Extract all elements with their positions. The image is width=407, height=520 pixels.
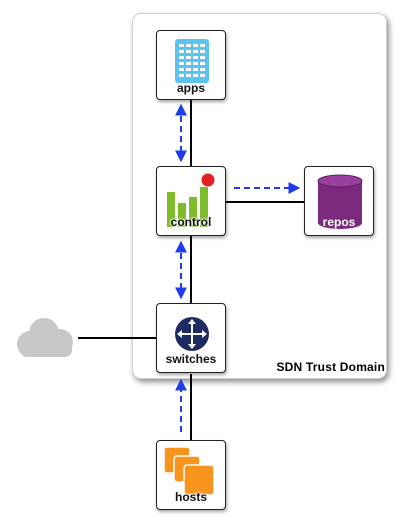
app-grid-icon [175, 39, 209, 83]
hosts-label: hosts [174, 490, 207, 504]
trust-domain-label: SDN Trust Domain [276, 360, 385, 374]
apps-node[interactable]: apps [156, 30, 226, 100]
alert-dot-icon [201, 173, 215, 187]
repos-node[interactable]: repos [304, 166, 374, 236]
stacked-servers-icon [163, 446, 215, 496]
control-label: control [170, 215, 212, 229]
control-node[interactable]: control [156, 166, 226, 236]
cloud-icon [17, 318, 73, 357]
switches-label: switches [165, 352, 217, 366]
switches-node[interactable]: switches [156, 303, 226, 373]
bar-chart-icon [167, 173, 215, 227]
hosts-node[interactable]: hosts [156, 440, 226, 510]
apps-label: apps [176, 81, 205, 95]
database-cylinder-icon [317, 174, 363, 229]
repos-label: repos [322, 215, 356, 229]
router-icon [175, 317, 209, 351]
